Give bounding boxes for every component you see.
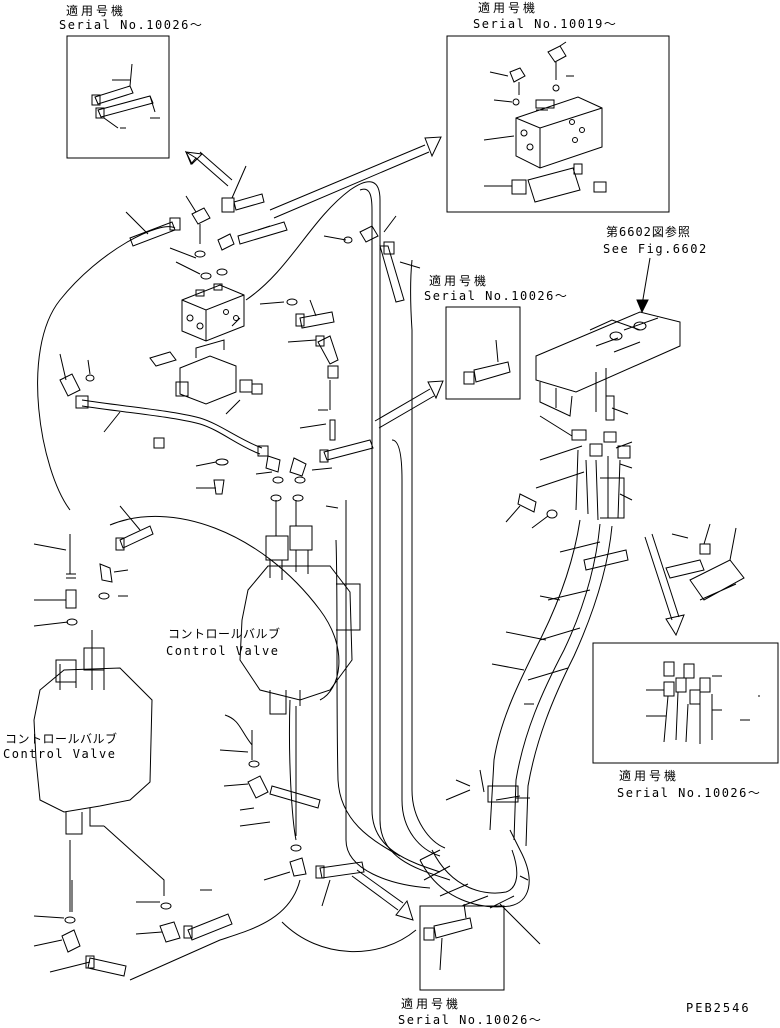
leader-lines: [33, 79, 760, 973]
upper-valve-block: [149, 283, 253, 405]
inset-box-bottom: [419, 905, 505, 991]
center-valve-jp: コントロールバルブ: [168, 626, 281, 641]
left-valve-jp: コントロールバルブ: [5, 731, 118, 746]
right-bracket-harness: [419, 311, 745, 909]
inset-top-right-jp: 適用号機: [478, 0, 538, 15]
drawing-code: PEB2546: [686, 1001, 751, 1015]
inset-top-left-serial: Serial No.10026～: [59, 18, 203, 32]
inset-top-right-serial: Serial No.10019～: [473, 17, 617, 31]
inset-box-top-left: [66, 35, 170, 159]
inset-mid-fitting: [463, 339, 511, 385]
inset-box-right: [592, 642, 779, 764]
inset-right-serial: Serial No.10026～: [617, 786, 761, 800]
inset-top-left-jp: 適用号機: [66, 3, 126, 18]
left-control-valve: [33, 525, 233, 977]
inset-top-right-valve-block: [483, 41, 607, 203]
arrow-to-mid: [374, 380, 444, 429]
inset-mid-serial: Serial No.10026～: [424, 289, 568, 303]
arrow-to-top-left: [184, 150, 233, 187]
inset-box-mid: [445, 306, 521, 400]
left-valve-en: Control Valve: [3, 747, 116, 761]
center-control-valve: [239, 494, 365, 879]
inset-top-left-fittings: [91, 63, 156, 129]
center-valve-en: Control Valve: [166, 644, 279, 658]
inset-bottom-jp: 適用号機: [401, 996, 461, 1011]
reference-en: See Fig.6602: [603, 242, 708, 256]
arrow-to-reference: [636, 257, 651, 314]
hose-routing: [37, 181, 451, 981]
inset-right-fittings: [646, 661, 722, 744]
arrow-to-bottom: [351, 869, 414, 921]
inset-box-top-right: [446, 35, 670, 213]
inset-mid-jp: 適用号機: [429, 273, 489, 288]
reference-jp: 第6602図参照: [606, 224, 691, 239]
inset-right-jp: 適用号機: [619, 768, 679, 783]
arrow-to-right: [644, 533, 685, 637]
upper-fittings: [59, 193, 405, 495]
inset-bottom-serial: Serial No.10026～: [398, 1013, 542, 1027]
arrow-to-top-right: [269, 136, 442, 219]
inset-bottom-fitting: [423, 903, 473, 971]
